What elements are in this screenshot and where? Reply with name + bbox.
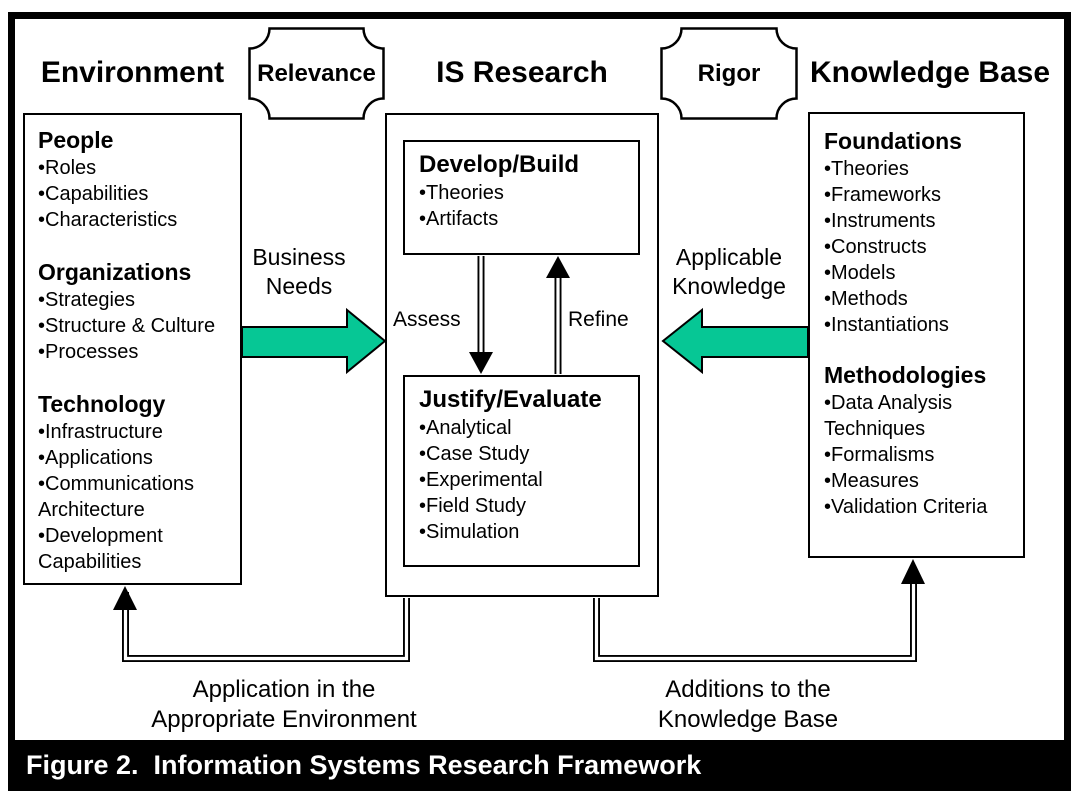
- rigor-badge-label: Rigor: [697, 59, 761, 87]
- section-heading: Justify/Evaluate: [419, 386, 602, 413]
- environment-box: People •Roles•Capabilities•Characteristi…: [23, 113, 242, 585]
- figure-caption-bar: Figure 2. Information Systems Research F…: [8, 740, 1071, 791]
- section-items: •Theories•Frameworks•Instruments•Constru…: [824, 158, 949, 336]
- knowledge-base-box: Foundations •Theories•Frameworks•Instrum…: [808, 112, 1025, 558]
- environment-title: Environment: [40, 56, 225, 89]
- is-research-title: IS Research: [436, 56, 608, 89]
- section-items: •Analytical•Case Study•Experimental•Fiel…: [419, 417, 543, 543]
- assess-label: Assess: [393, 308, 461, 331]
- develop-build-box: Develop/Build •Theories•Artifacts: [403, 140, 640, 255]
- refine-label: Refine: [568, 308, 629, 331]
- environment-section-people: People •Roles•Capabilities•Characteristi…: [38, 125, 234, 233]
- knowledge-base-title: Knowledge Base: [809, 56, 1051, 89]
- section-items: •Theories•Artifacts: [419, 182, 504, 230]
- kb-section-foundations: Foundations •Theories•Frameworks•Instrum…: [824, 126, 1017, 338]
- section-heading: Methodologies: [824, 362, 987, 388]
- relevance-badge-label: Relevance: [257, 59, 376, 87]
- section-items: •Roles•Capabilities•Characteristics: [38, 157, 178, 231]
- plaque-shape-icon: [248, 27, 385, 120]
- section-heading: Develop/Build: [419, 151, 580, 178]
- environment-section-technology: Technology •Infrastructure•Applications•…: [38, 389, 234, 575]
- plaque-shape-icon: [660, 27, 798, 120]
- relevance-badge: Relevance: [248, 27, 385, 120]
- section-heading: Technology: [38, 391, 166, 417]
- section-heading: Organizations: [38, 259, 192, 285]
- figure-caption: Figure 2. Information Systems Research F…: [26, 750, 702, 780]
- section-heading: Foundations: [824, 128, 962, 154]
- section-items: •Strategies•Structure & Culture•Processe…: [38, 289, 216, 363]
- justify-evaluate-box: Justify/Evaluate •Analytical•Case Study•…: [403, 375, 640, 567]
- rigor-badge: Rigor: [660, 27, 798, 120]
- environment-section-organizations: Organizations •Strategies•Structure & Cu…: [38, 257, 234, 365]
- section-items: •Infrastructure•Applications•Communicati…: [38, 421, 194, 573]
- section-heading: People: [38, 127, 114, 153]
